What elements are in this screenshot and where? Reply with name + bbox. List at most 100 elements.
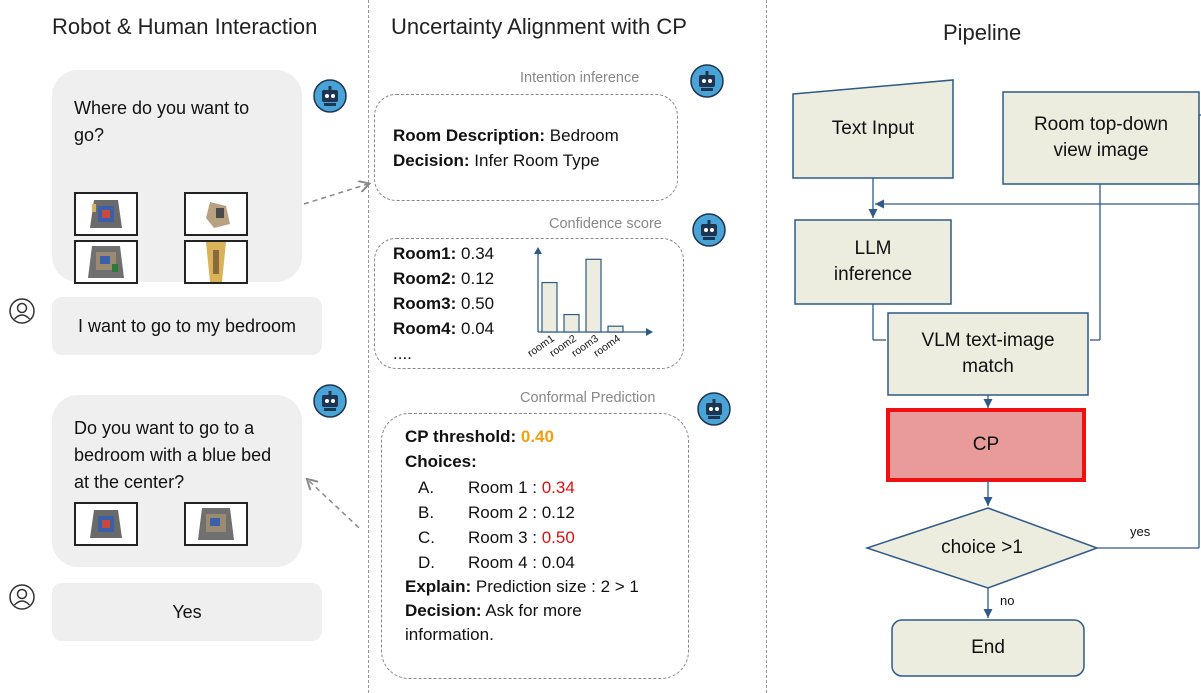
cp-decision-value: Ask for more: [485, 601, 582, 620]
score-label-1: Room1:: [393, 244, 457, 263]
explain-value: Prediction size : 2 > 1: [475, 577, 639, 596]
llm-node: LLM inference: [795, 220, 951, 304]
intention-box: Room Description: Bedroom Decision: Infe…: [374, 94, 678, 201]
explain-label: Explain:: [405, 577, 472, 596]
middle-column-title: Uncertainty Alignment with CP: [391, 14, 687, 39]
text-input-shape: [792, 79, 954, 179]
vlm-node: VLM text-image match: [888, 313, 1088, 395]
room-thumbnail-1: [74, 192, 138, 236]
choice-score: 0.12: [541, 503, 575, 522]
conformal-box: CP threshold: 0.40 Choices: A. Room 1 : …: [381, 413, 689, 679]
bar-room3: [585, 258, 602, 333]
vlm-line2: match: [962, 356, 1014, 377]
llm-line1: LLM: [854, 238, 892, 259]
end-shape: [891, 619, 1085, 677]
connector-arrows: [303, 170, 376, 530]
score-label-4: Room4:: [393, 319, 457, 338]
intention-decision-label: Decision:: [393, 151, 470, 170]
choice-room: Room 1 : 0.34: [468, 475, 575, 500]
room-image-node: Room top-down view image: [1003, 92, 1199, 184]
robot-icon: [690, 64, 724, 98]
score-line-1: Room1: 0.34: [393, 241, 494, 266]
choice-letter: D.: [418, 553, 435, 572]
score-value-4: 0.04: [461, 319, 495, 338]
cp-node: CP: [972, 434, 1000, 455]
vlm-shape: [887, 312, 1089, 396]
yes-label: yes: [1130, 524, 1151, 539]
choice-room-label: Room 3 :: [468, 528, 537, 547]
user-reply-2: Yes: [52, 583, 322, 641]
y-axis-arrowhead: [534, 247, 542, 254]
llm-shape: [794, 219, 952, 305]
cp-decision-line: Decision: Ask for more: [405, 598, 582, 623]
intention-decision-line: Decision: Infer Room Type: [393, 148, 600, 173]
robot-icon: [313, 79, 347, 113]
user-reply-1: I want to go to my bedroom: [52, 297, 322, 355]
left-column-title: Robot & Human Interaction: [52, 14, 318, 39]
pipeline-flowchart: [792, 79, 1201, 677]
choice-room: Room 3 : 0.50: [468, 525, 575, 550]
choice-score: 0.50: [541, 528, 575, 547]
confidence-box: Room1: 0.34 Room2: 0.12 Room3: 0.50 Room…: [374, 238, 684, 369]
score-line-3: Room3: 0.50: [393, 291, 494, 316]
room-description-label: Room Description:: [393, 126, 546, 145]
bar-room1: [541, 281, 558, 333]
robot-question-2-text: Do you want to go to a bedroom with a bl…: [74, 418, 272, 492]
divider-right: [766, 0, 767, 693]
room-thumbnail-3: [74, 240, 138, 284]
choice-letter: B.: [418, 503, 435, 522]
choice-score: 0.04: [541, 553, 575, 572]
robot-question-1-text: Where do you want to go?: [74, 98, 250, 145]
room-thumbnail-6: [184, 502, 248, 546]
room-thumbnail-5: [74, 502, 138, 546]
score-line-4: Room4: 0.04: [393, 316, 494, 341]
intention-caption: Intention inference: [520, 70, 640, 86]
choice-room-label: Room 4 :: [468, 553, 537, 572]
score-value-3: 0.50: [461, 294, 495, 313]
choice-room-label: Room 2 :: [468, 503, 537, 522]
score-ellipsis: ....: [393, 344, 412, 363]
cp-shape: [886, 408, 1086, 482]
intention-decision-value: Infer Room Type: [474, 151, 600, 170]
threshold-value: 0.40: [520, 427, 554, 446]
confidence-caption: Confidence score: [549, 216, 662, 232]
choices-label: Choices:: [405, 452, 477, 471]
threshold-label: CP threshold:: [405, 427, 517, 446]
cp-decision-value-continued: information.: [405, 625, 494, 644]
explain-line: Explain: Prediction size : 2 > 1: [405, 574, 639, 599]
x-axis-arrowhead: [646, 328, 653, 336]
room-thumbnail-2: [184, 192, 248, 236]
room-image-line2: view image: [1053, 140, 1149, 161]
cp-decision-label: Decision:: [405, 601, 482, 620]
vlm-line1: VLM text-image: [921, 330, 1055, 351]
robot-icon: [697, 392, 731, 426]
choice-letter: A.: [418, 478, 435, 497]
robot-icon: [692, 213, 726, 247]
score-line-2: Room2: 0.12: [393, 266, 494, 291]
robot-question-bubble-2: Do you want to go to a bedroom with a bl…: [52, 395, 302, 567]
choice-room-label: Room 1 :: [468, 478, 537, 497]
text-input-node: Text Input: [831, 118, 915, 139]
score-label-3: Room3:: [393, 294, 457, 313]
robot-question-bubble-1: Where do you want to go?: [52, 70, 302, 284]
llm-line2: inference: [833, 264, 913, 285]
room-image-line1: Room top-down: [1033, 114, 1169, 135]
user-icon: [9, 298, 35, 324]
score-value-1: 0.34: [461, 244, 495, 263]
room-description-value: Bedroom: [549, 126, 619, 145]
robot-icon: [313, 384, 347, 418]
no-label: no: [1000, 593, 1015, 608]
choice-room: Room 4 : 0.04: [468, 550, 575, 575]
room-thumbnail-4: [184, 240, 248, 284]
user-icon: [9, 584, 35, 610]
room-image-shape: [1002, 91, 1200, 185]
choice-room: Room 2 : 0.12: [468, 500, 575, 525]
room-description-line: Room Description: Bedroom: [393, 123, 619, 148]
bar-room2: [563, 313, 580, 333]
choice-score: 0.34: [541, 478, 575, 497]
score-label-2: Room2:: [393, 269, 457, 288]
choice-letter: C.: [418, 528, 435, 547]
divider-left: [368, 0, 369, 693]
threshold-line: CP threshold: 0.40: [405, 424, 554, 449]
